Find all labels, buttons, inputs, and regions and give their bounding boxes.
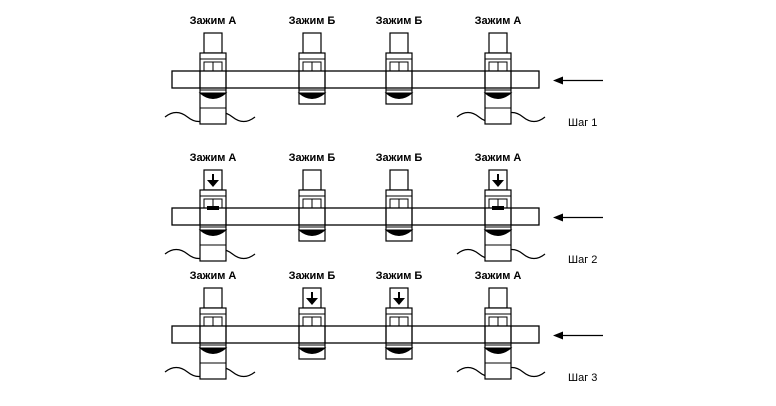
clamp-stem [302, 32, 322, 54]
arrow-left-icon [553, 331, 603, 340]
clamp-stem [389, 32, 409, 54]
clamp-4 [483, 287, 513, 380]
clamp-stem [302, 169, 322, 191]
clamp-label: Зажим А [190, 152, 237, 164]
lower-jaw [483, 347, 513, 354]
step-label: Шаг 3 [568, 372, 597, 384]
workpiece-bar [171, 325, 540, 344]
clamp-stem [203, 287, 223, 309]
clamp-1 [198, 169, 228, 262]
lower-jaw [483, 229, 513, 236]
lower-jaw [384, 92, 414, 99]
clamp-1 [198, 287, 228, 380]
lower-jaw [483, 92, 513, 99]
clamp-label: Зажим Б [289, 15, 336, 27]
arrow-down-icon [393, 292, 405, 305]
arrow-head [492, 180, 504, 187]
clamp-3 [384, 169, 414, 242]
arrow-head [207, 180, 219, 187]
clamp-stem [389, 169, 409, 191]
clamp-label: Зажим А [190, 15, 237, 27]
clamp-label: Зажим А [475, 15, 522, 27]
workpiece-bar [171, 70, 540, 89]
clamp-1 [198, 32, 228, 125]
step-1: Зажим А Зажим Б Зажим Б Зажим А Шаг 1 [164, 15, 603, 129]
arrow-head [553, 76, 563, 85]
lower-jaw [198, 229, 228, 236]
clamp-label: Зажим Б [289, 152, 336, 164]
clamp-2 [297, 32, 327, 105]
step-2: Зажим А Зажим Б Зажим Б Зажим А Шаг 2 [164, 152, 603, 266]
step-3: Зажим А Зажим Б Зажим Б Зажим А Шаг 3 [164, 270, 603, 384]
clamp-3 [384, 32, 414, 105]
clamp-4 [483, 32, 513, 125]
clamp-3 [384, 287, 414, 360]
lower-jaw [198, 347, 228, 354]
arrow-down-icon [492, 174, 504, 187]
clamp-label: Зажим Б [289, 270, 336, 282]
arrow-left-icon [553, 213, 603, 222]
clamp-stem [488, 32, 508, 54]
clamp-2 [297, 287, 327, 360]
clamp-2 [297, 169, 327, 242]
arrow-head [553, 213, 563, 222]
press-pad [207, 206, 219, 210]
arrow-head [306, 298, 318, 305]
clamp-stem [488, 287, 508, 309]
arrow-left-icon [553, 76, 603, 85]
clamp-stem [203, 32, 223, 54]
step-label: Шаг 2 [568, 254, 597, 266]
lower-jaw [384, 229, 414, 236]
clamp-label: Зажим А [475, 152, 522, 164]
workpiece-bar [171, 207, 540, 226]
arrow-down-icon [306, 292, 318, 305]
lower-jaw [198, 92, 228, 99]
press-pad [492, 206, 504, 210]
arrow-head [553, 331, 563, 340]
arrow-head [393, 298, 405, 305]
lower-jaw [297, 229, 327, 236]
arrow-down-icon [207, 174, 219, 187]
lower-jaw [297, 92, 327, 99]
clamp-label: Зажим А [190, 270, 237, 282]
lower-jaw [384, 347, 414, 354]
clamp-label: Зажим А [475, 270, 522, 282]
clamp-label: Зажим Б [376, 270, 423, 282]
step-label: Шаг 1 [568, 117, 597, 129]
lower-jaw [297, 347, 327, 354]
clamp-label: Зажим Б [376, 152, 423, 164]
clamp-label: Зажим Б [376, 15, 423, 27]
clamp-4 [483, 169, 513, 262]
